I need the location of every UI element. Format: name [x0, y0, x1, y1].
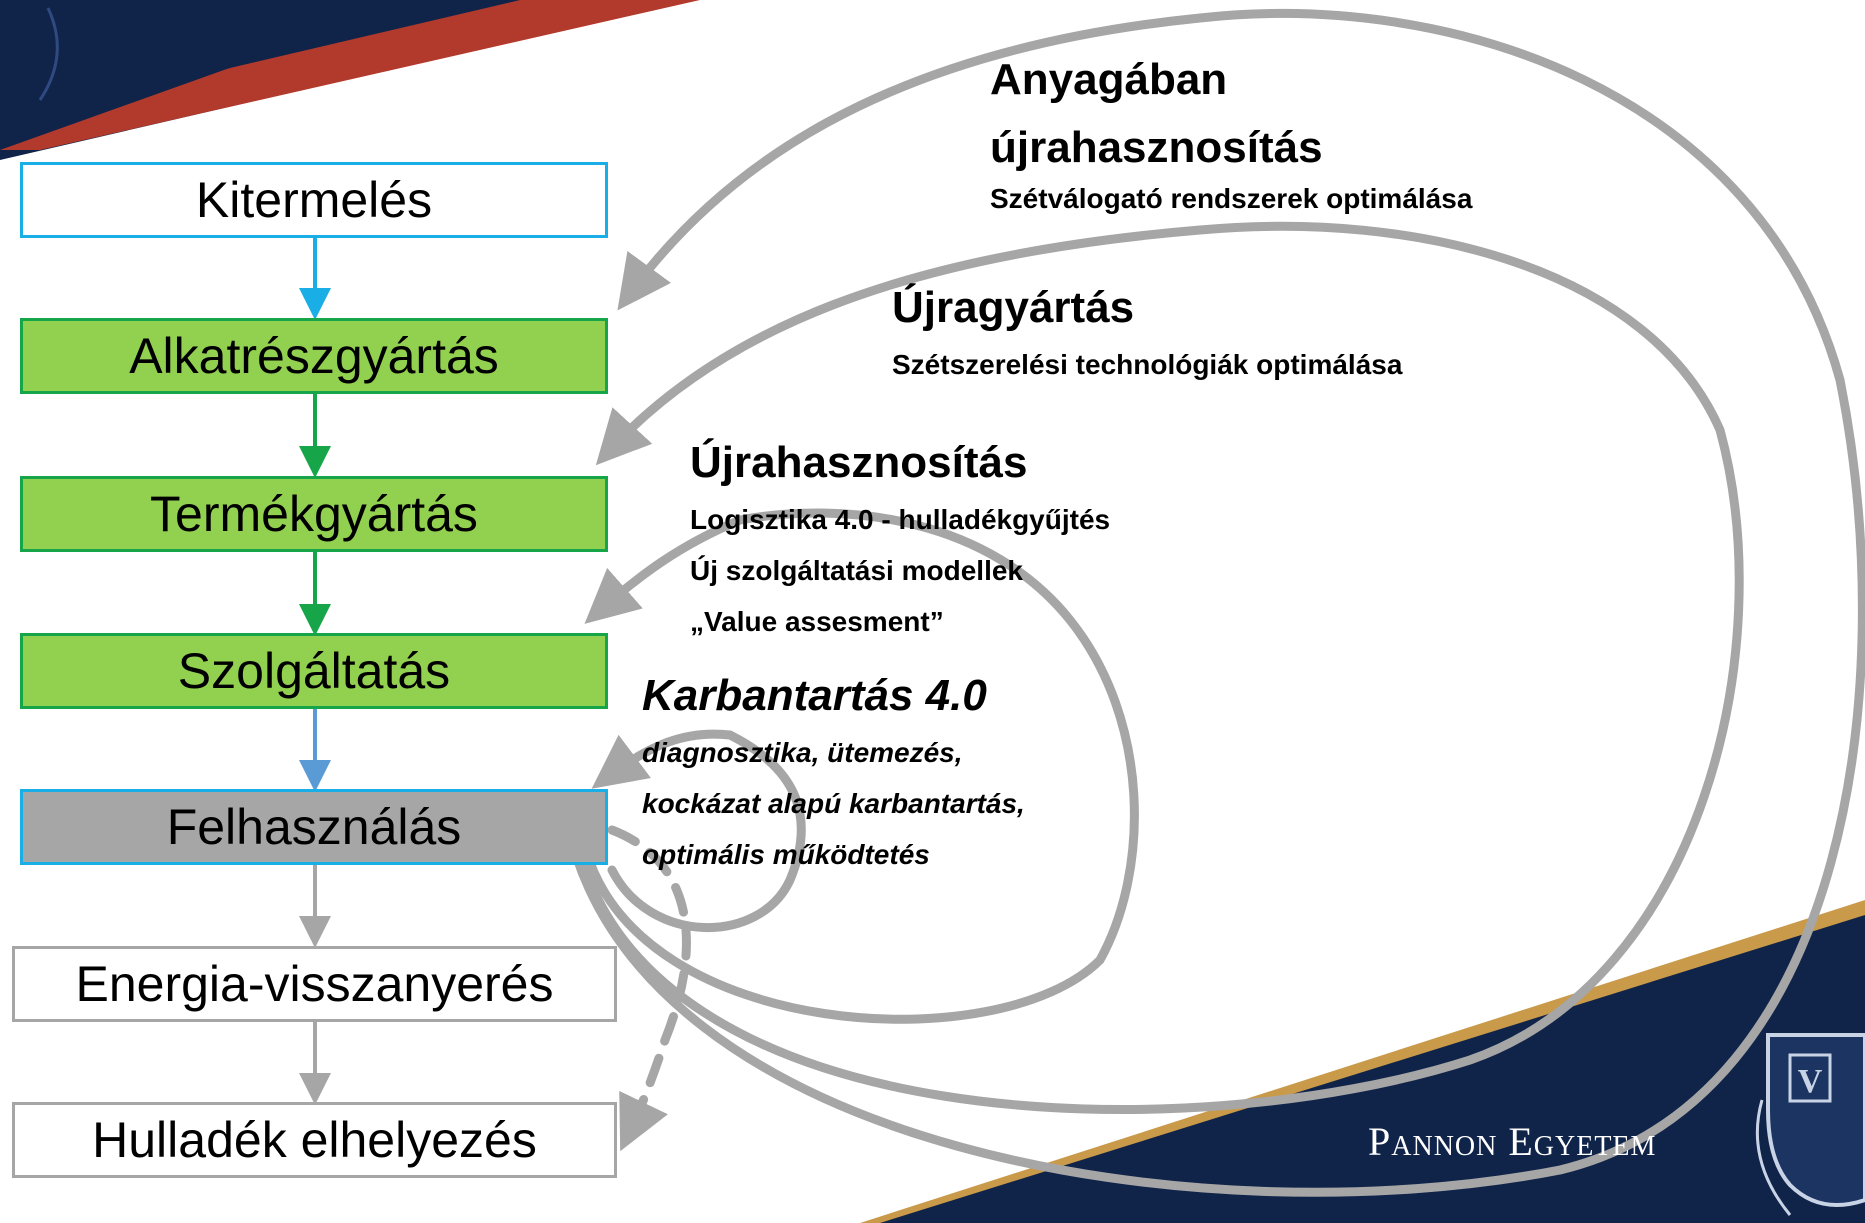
loop-landfill-dashed [607, 825, 691, 1152]
remanufacturing-title: Újragyártás [892, 283, 1135, 332]
svg-text:V: V [1798, 1063, 1823, 1100]
step-use: Felhasználás [20, 789, 608, 865]
step-component-manufacturing: Alkatrészgyártás [20, 318, 608, 394]
loop-maintenance [591, 729, 806, 933]
loop-arrows [563, 9, 1865, 1197]
top-banner [0, 0, 700, 160]
maintenance-line3: optimális működtetés [642, 839, 930, 870]
reuse-line2: Új szolgáltatási modellek [690, 555, 1023, 586]
step-product-manufacturing: Termékgyártás [20, 476, 608, 552]
loop-remanufacturing [571, 221, 1744, 1114]
material-recycling-title-line2: újrahasznosítás [990, 123, 1323, 172]
reuse-line1: Logisztika 4.0 - hulladékgyűjtés [690, 504, 1111, 535]
material-recycling-title-line1: Anyagában [990, 55, 1228, 104]
step-service: Szolgáltatás [20, 633, 608, 709]
remanufacturing-subtitle: Szétszerelési technológiák optimálása [892, 349, 1403, 380]
loop-material-recycling [563, 9, 1865, 1197]
maintenance-line2: kockázat alapú karbantartás, [642, 788, 1025, 819]
material-recycling-subtitle: Szétválogató rendszerek optimálása [990, 183, 1473, 214]
university-name: Pannon Egyetem [1368, 1119, 1657, 1164]
loop-reuse [581, 508, 1139, 1024]
maintenance-line1: diagnosztika, ütemezés, [642, 737, 963, 768]
step-energy-recovery: Energia-visszanyerés [12, 946, 617, 1022]
step-extraction: Kitermelés [20, 162, 608, 238]
reuse-title: Újrahasznosítás [690, 438, 1028, 487]
university-crest-icon: V [1755, 1033, 1865, 1216]
bottom-banner [860, 900, 1865, 1223]
reuse-line3: „Value assesment” [690, 606, 944, 637]
step-waste-disposal: Hulladék elhelyezés [12, 1102, 617, 1178]
maintenance-title: Karbantartás 4.0 [642, 671, 987, 720]
